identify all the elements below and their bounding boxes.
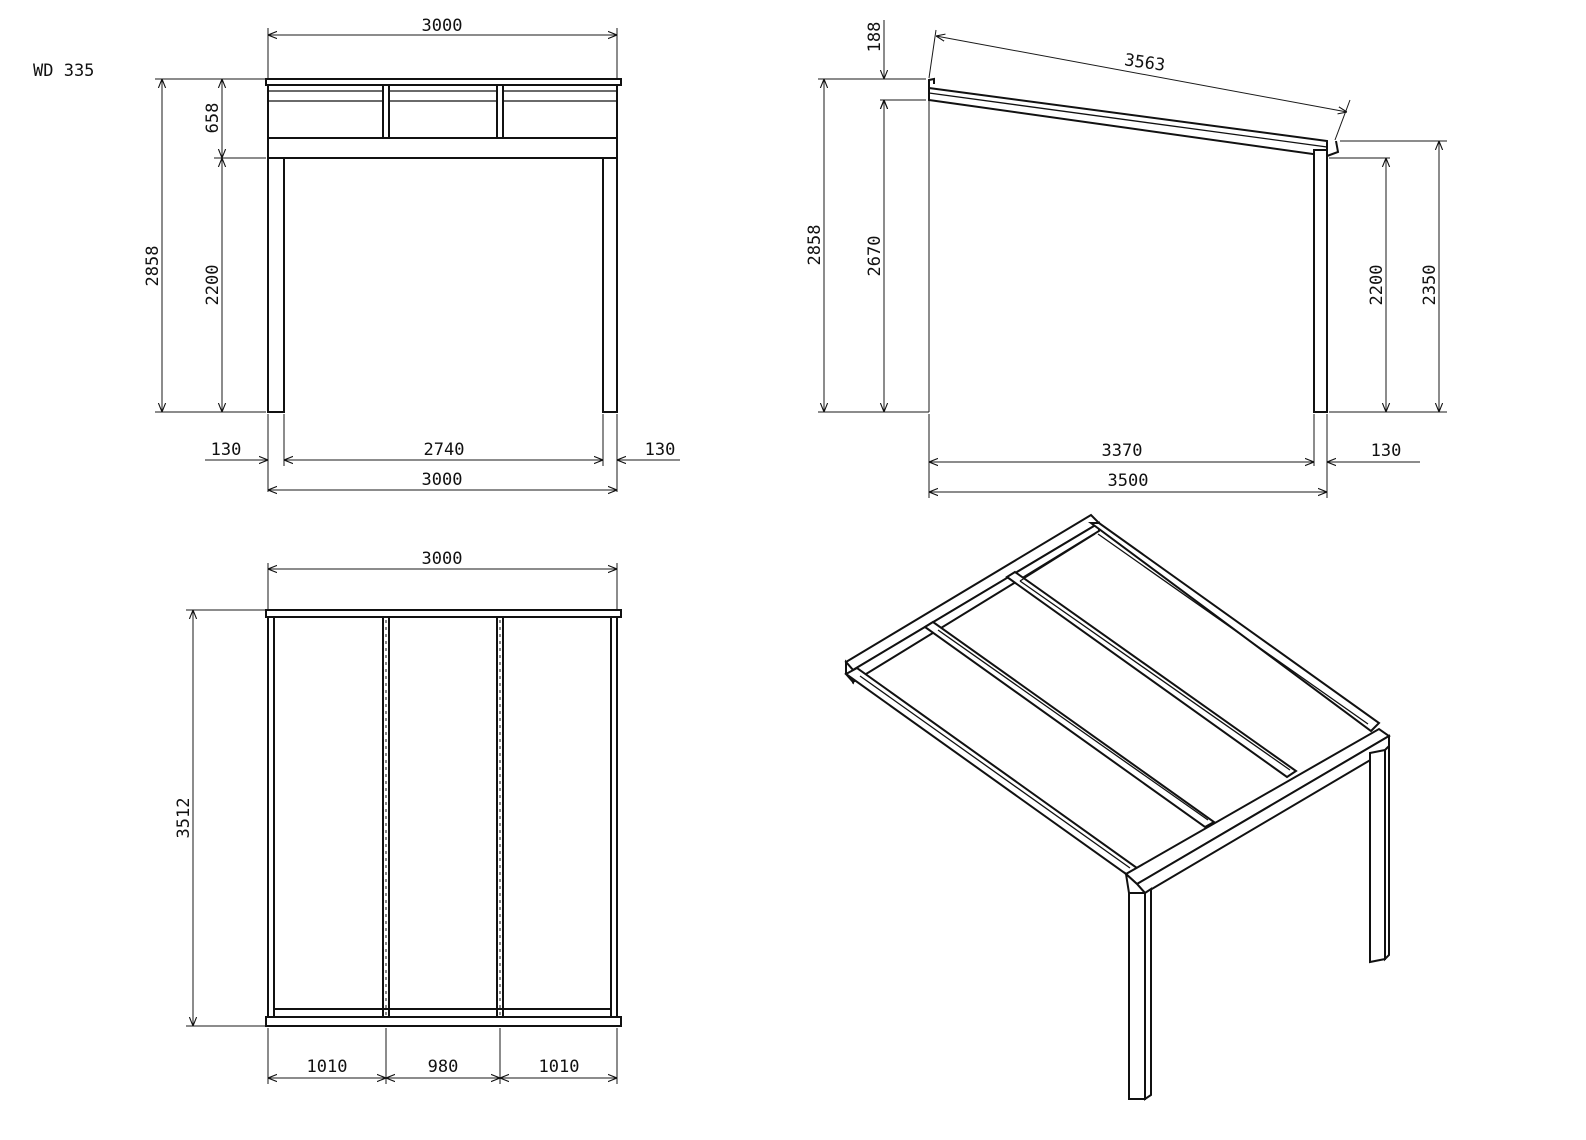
- side-overall-depth-label: 3500: [1108, 471, 1149, 491]
- front-post-left-label: 130: [211, 440, 242, 460]
- plan-view-structure: [265, 609, 622, 1027]
- front-overall-width-label: 3000: [422, 16, 463, 36]
- front-roof-height-label: 658: [203, 103, 223, 134]
- front-bottom-width-label: 3000: [422, 470, 463, 490]
- side-view-structure: [928, 77, 1340, 413]
- side-total-height-label: 2858: [805, 225, 825, 266]
- model-title: WD 335: [33, 61, 94, 81]
- plan-bay-right-label: 1010: [539, 1057, 580, 1077]
- plan-overall-width-label: 3000: [422, 549, 463, 569]
- side-clear-height-label: 2200: [1367, 265, 1387, 306]
- side-post-width-label: 130: [1371, 441, 1402, 461]
- plan-view: 3000 3512 1010 980 1010: [174, 549, 622, 1084]
- side-rise-label: 188: [865, 22, 885, 53]
- plan-overall-depth-label: 3512: [174, 798, 194, 839]
- front-total-height-label: 2858: [143, 246, 163, 287]
- side-inner-depth-label: 3370: [1102, 441, 1143, 461]
- front-view: 3000 2858 658 2200 130 2740 130 3000: [143, 16, 680, 492]
- side-gutter-height-label: 2350: [1420, 265, 1440, 306]
- plan-bay-left-label: 1010: [307, 1057, 348, 1077]
- front-post-right-label: 130: [645, 440, 676, 460]
- side-wall-height-label: 2670: [865, 236, 885, 277]
- isometric-view: [844, 513, 1391, 1101]
- front-clear-height-label: 2200: [203, 265, 223, 306]
- front-inner-width-label: 2740: [424, 440, 465, 460]
- side-view: 188 3563 2858 2670 2200 2350 3370 130 35…: [805, 20, 1447, 498]
- plan-bay-middle-label: 980: [428, 1057, 459, 1077]
- front-view-structure: [265, 78, 622, 413]
